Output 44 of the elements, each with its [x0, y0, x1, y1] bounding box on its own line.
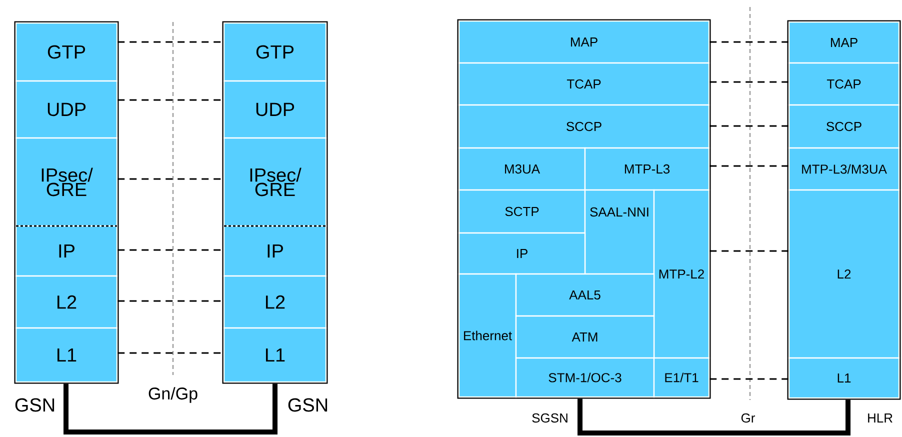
- protocol-layer: TCAP: [788, 62, 900, 106]
- protocol-layer: GTP: [15, 22, 118, 82]
- node-label: GSN: [288, 398, 328, 412]
- interface-label: Gr: [741, 413, 755, 423]
- protocol-layer: L1: [788, 357, 900, 399]
- protocol-layer: L1: [223, 327, 327, 383]
- link-line: [64, 384, 278, 434]
- protocol-layer: MTP-L3: [584, 147, 710, 191]
- interface-label: Gn/Gp: [148, 387, 198, 403]
- protocol-layer: L2: [223, 275, 327, 329]
- protocol-layer: MAP: [788, 21, 900, 64]
- protocol-layer: MAP: [458, 20, 710, 64]
- peer-line: [118, 352, 224, 354]
- protocol-layer: TCAP: [458, 62, 710, 106]
- protocol-layer: GTP: [223, 22, 327, 82]
- node-label: GSN: [15, 398, 54, 412]
- protocol-layer: ATM: [515, 315, 655, 359]
- protocol-layer: SAAL-NNI: [584, 189, 655, 275]
- peer-line: [118, 300, 224, 302]
- protocol-layer: UDP: [15, 80, 118, 139]
- peer-line: [710, 41, 788, 43]
- protocol-layer: IP: [458, 232, 586, 275]
- protocol-layer: SCTP: [458, 189, 586, 234]
- protocol-layer: L1: [15, 327, 118, 383]
- protocol-layer: Ethernet: [458, 273, 517, 398]
- peer-line: [118, 99, 224, 101]
- peer-line: [118, 178, 224, 180]
- peer-line: [710, 81, 788, 83]
- peer-line: [118, 249, 224, 251]
- protocol-layer: MTP-L3/M3UA: [788, 147, 900, 191]
- protocol-layer: UDP: [223, 80, 327, 139]
- node-label: HLR: [868, 414, 892, 422]
- protocol-layer: SCCP: [788, 104, 900, 149]
- peer-line: [710, 378, 788, 380]
- peer-line: [710, 165, 788, 167]
- protocol-layer: AAL5: [515, 273, 655, 317]
- protocol-layer: E1/T1: [653, 357, 710, 398]
- peer-line: [710, 125, 788, 127]
- peer-line: [118, 41, 224, 43]
- link-line: [578, 398, 850, 436]
- protocol-layer: M3UA: [458, 147, 586, 191]
- protocol-layer: L2: [15, 275, 118, 329]
- peer-line: [710, 250, 788, 252]
- node-label: SGSN: [532, 413, 568, 423]
